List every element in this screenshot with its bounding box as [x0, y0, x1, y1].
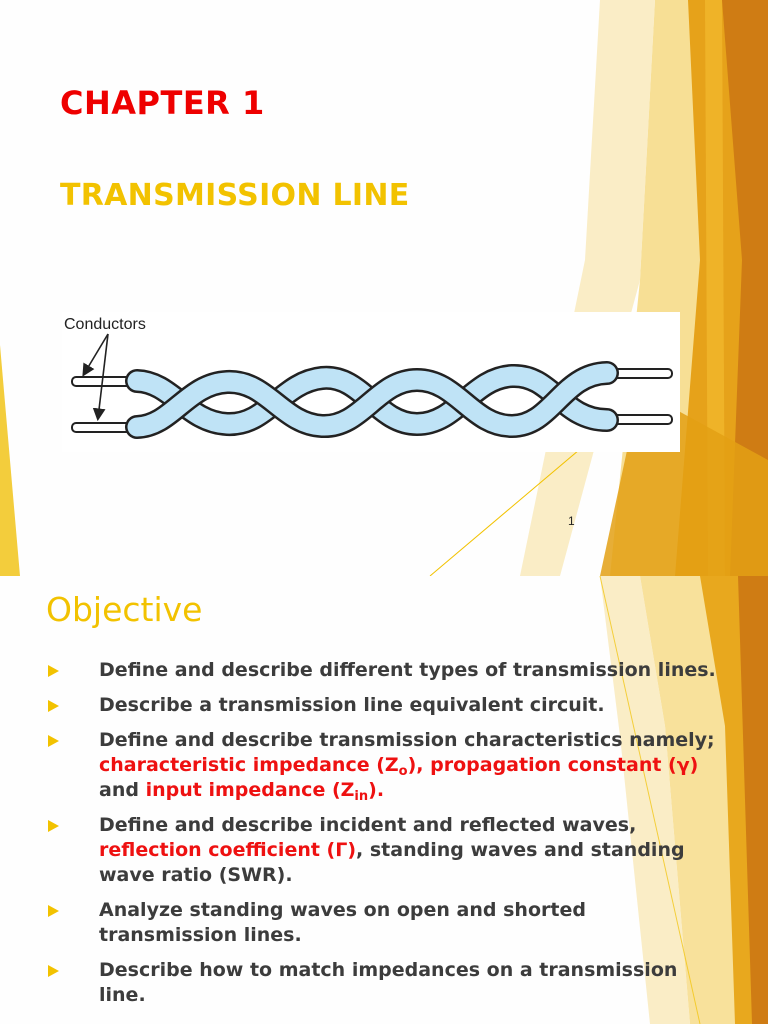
- list-item: Define and describe transmission charact…: [46, 728, 726, 803]
- bullet-text: Define and describe incident and reflect…: [99, 814, 637, 836]
- list-item: Analyze standing waves on open and short…: [46, 898, 726, 948]
- triangle-arrow-icon: [48, 735, 59, 747]
- highlight-characteristic-impedance: characteristic impedance (Z: [99, 754, 399, 776]
- bullet-text: Describe how to match impedances on a tr…: [99, 959, 678, 1006]
- bullet-text: Define and describe different types of t…: [99, 659, 716, 681]
- triangle-arrow-icon: [48, 820, 59, 832]
- list-item: Define and describe incident and reflect…: [46, 813, 726, 888]
- subscript-o: o: [398, 764, 408, 779]
- conductors-label: Conductors: [64, 316, 146, 333]
- objective-slide: Objective Define and describe different …: [0, 576, 768, 1024]
- subscript-in: in: [354, 789, 369, 804]
- chapter-subtitle: TRANSMISSION LINE: [60, 178, 410, 213]
- list-item: Describe a transmission line equivalent …: [46, 693, 726, 718]
- objective-list: Define and describe different types of t…: [46, 658, 726, 1018]
- objective-title: Objective: [46, 590, 203, 629]
- bullet-text-rest: , standing waves and standing wave ratio…: [99, 839, 685, 886]
- bullet-text: Analyze standing waves on open and short…: [99, 899, 586, 946]
- bullet-text: Describe a transmission line equivalent …: [99, 694, 605, 716]
- bullet-text-and: and: [99, 779, 146, 801]
- triangle-arrow-icon: [48, 905, 59, 917]
- chapter-title: CHAPTER 1: [60, 84, 265, 122]
- twisted-pair-cable-illustration: [71, 333, 673, 439]
- twisted-pair-figure: Conductors: [62, 312, 680, 452]
- highlight-reflection-coefficient: reflection coefficient (Γ): [99, 839, 357, 861]
- title-slide: CHAPTER 1 TRANSMISSION LINE Conductors: [0, 0, 768, 576]
- highlight-input-impedance-end: ).: [368, 779, 385, 801]
- list-item: Describe how to match impedances on a tr…: [46, 958, 726, 1008]
- list-item: Define and describe different types of t…: [46, 658, 726, 683]
- triangle-arrow-icon: [48, 665, 59, 677]
- triangle-arrow-icon: [48, 700, 59, 712]
- highlight-propagation-constant: ), propagation constant (γ): [407, 754, 699, 776]
- triangle-arrow-icon: [48, 965, 59, 977]
- slide-number: 1: [568, 514, 575, 528]
- highlight-input-impedance: input impedance (Z: [145, 779, 355, 801]
- bullet-text: Define and describe transmission charact…: [99, 729, 715, 751]
